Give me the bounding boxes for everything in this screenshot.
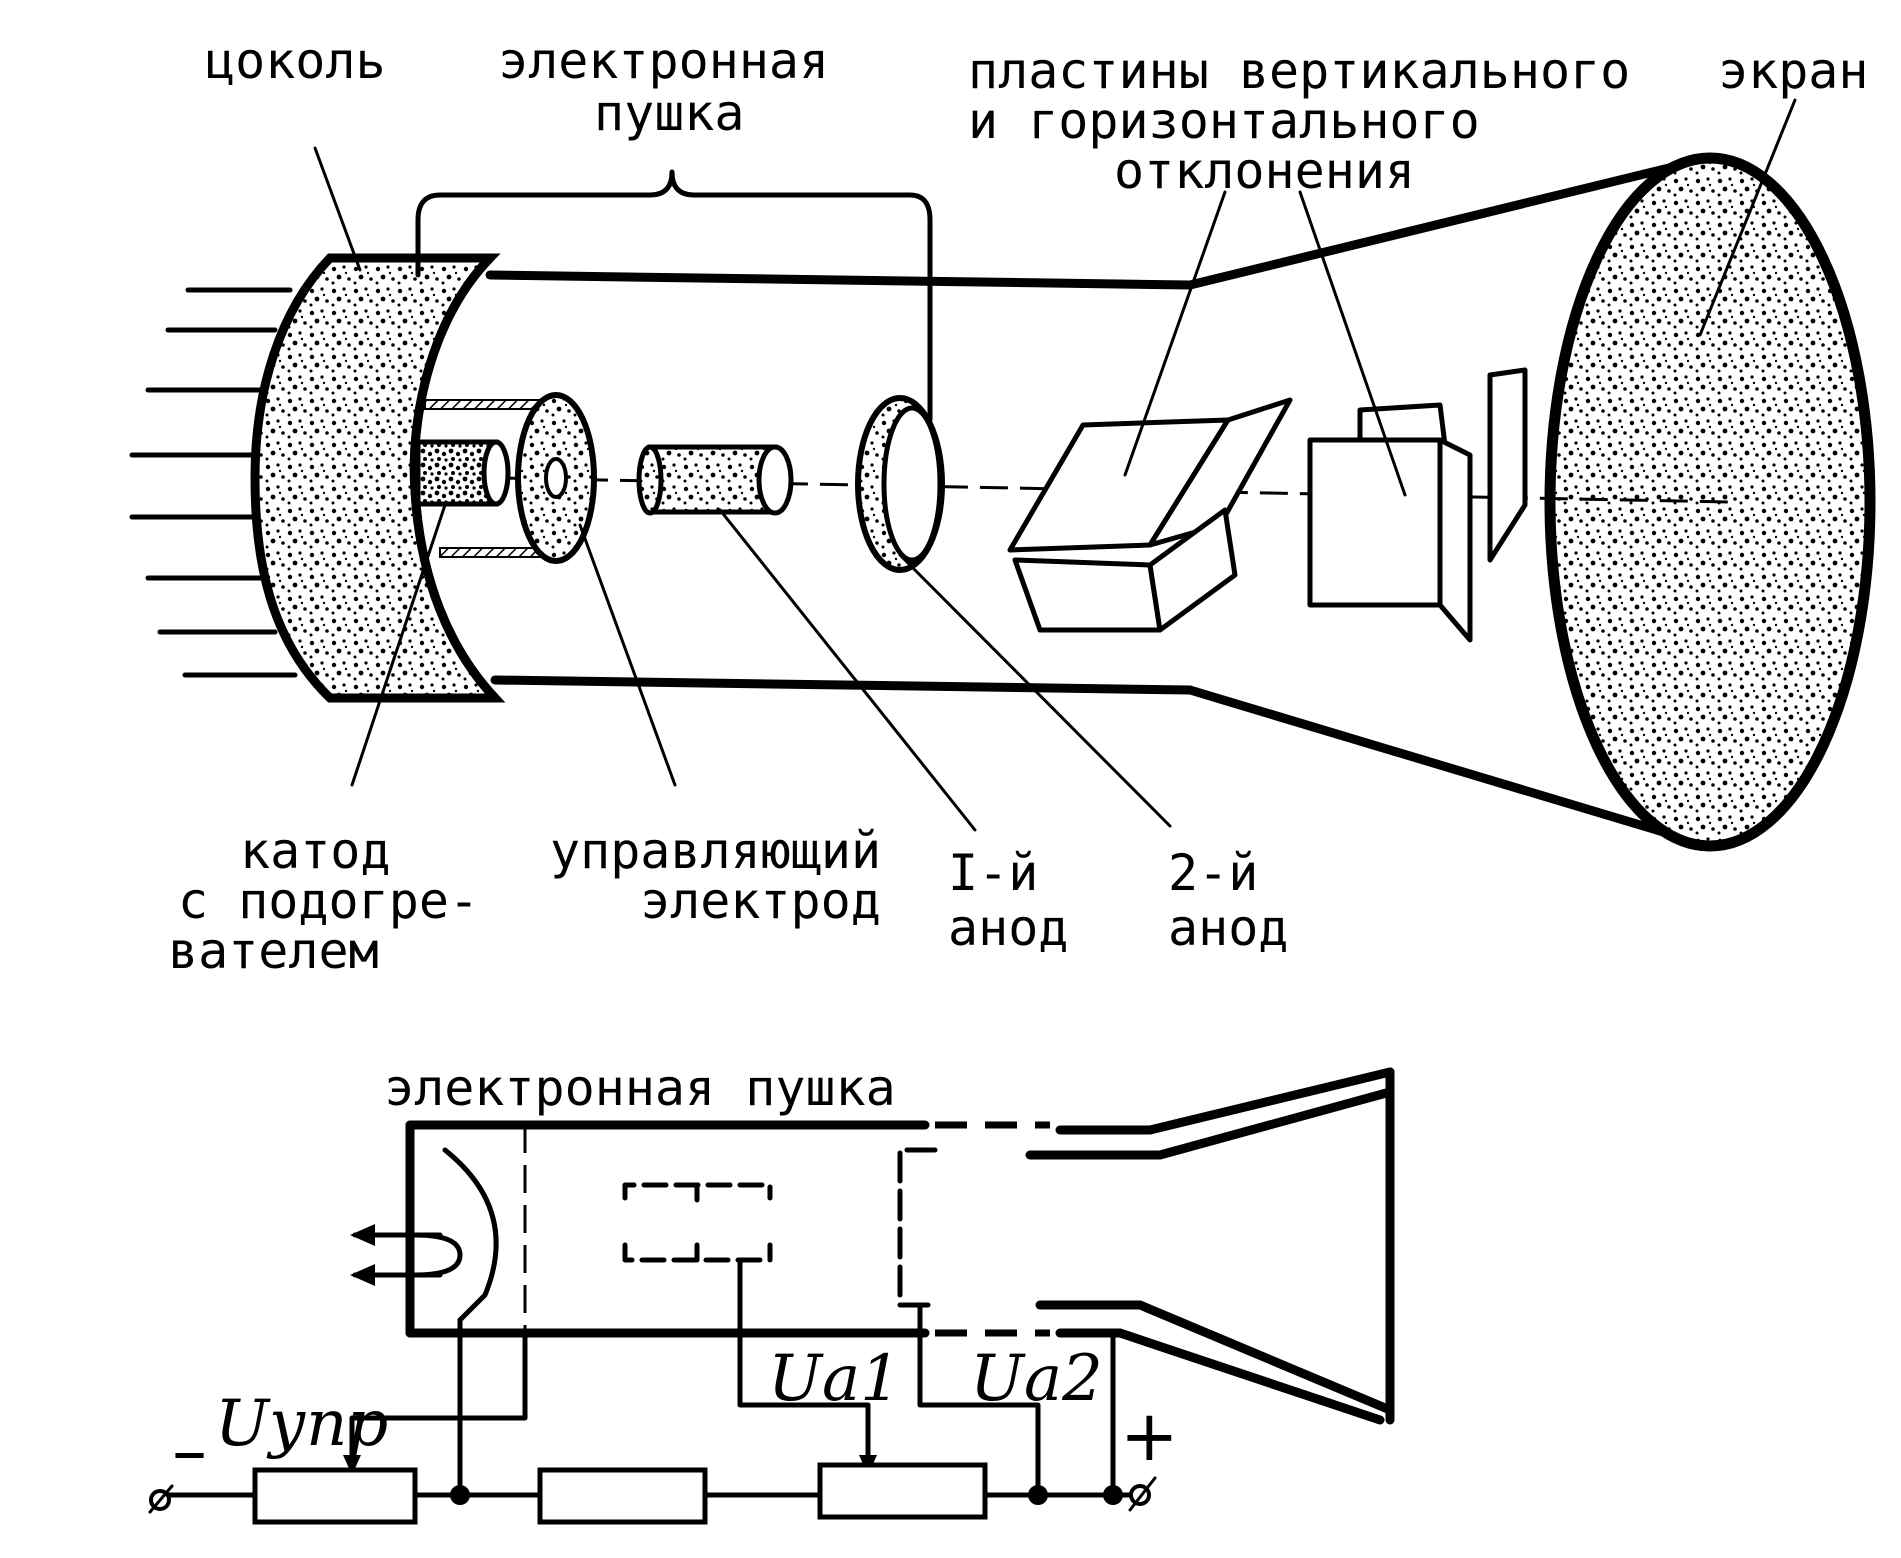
label-plates-line1: пластины вертикального: [968, 42, 1630, 100]
tube-neck-top: [485, 270, 1195, 290]
label-anode2-line1: 2-й: [1168, 844, 1258, 902]
schematic-anode1: [622, 1182, 773, 1263]
label-u-a1: Ua1: [768, 1342, 901, 1416]
leader-anode2: [898, 553, 1172, 828]
label-u-a2: Ua2: [970, 1342, 1103, 1416]
schematic-anode2: [897, 1147, 938, 1308]
node-screen: [1103, 1485, 1123, 1505]
label-cathode-line2: с подогре-: [178, 872, 479, 930]
cone-top-outer: [1145, 1067, 1395, 1135]
label-u-control: Uупр: [215, 1387, 388, 1461]
leader-screen: [1698, 98, 1797, 337]
resistor-2: [537, 1467, 708, 1525]
label-schematic-gun: электронная пушка: [384, 1059, 896, 1117]
tube-cone-top: [1185, 153, 1715, 290]
cathode: [415, 439, 511, 507]
label-plates-line3: отклонения: [1114, 142, 1415, 200]
label-minus: –: [172, 1410, 207, 1492]
label-gun-line2: пушка: [594, 84, 745, 142]
label-control-line2: электрод: [640, 872, 881, 930]
crt-cutaway: цоколь электронная пушка пластины вертик…: [129, 32, 1876, 980]
resistor-1: [252, 1467, 418, 1525]
label-base: цоколь: [205, 32, 386, 90]
control-electrode: [515, 392, 597, 564]
leader-plates-vertical: [1123, 190, 1227, 477]
leader-control: [578, 523, 677, 787]
gun-brace: [415, 169, 933, 423]
heater-leads: [350, 1224, 463, 1286]
label-plates-line2: и горизонтального: [968, 92, 1480, 150]
base-pins: [129, 287, 298, 678]
wire-anode2: [917, 1302, 1041, 1493]
cone-bottom-outer: [1115, 1328, 1385, 1425]
resistor-3: [817, 1462, 988, 1520]
node-anode2: [1028, 1485, 1048, 1505]
label-control-line1: управляющий: [550, 822, 881, 880]
gun-schematic: электронная пушка: [148, 1059, 1395, 1525]
label-gun-line1: электронная: [498, 32, 829, 90]
cone-bottom-inner: [1135, 1300, 1395, 1415]
leader-cathode: [350, 503, 447, 787]
label-plus: +: [1120, 1395, 1179, 1477]
horizontal-deflection-plates: [1307, 367, 1528, 643]
node-cathode: [450, 1485, 470, 1505]
label-anode1-line1: I-й: [948, 844, 1038, 902]
terminal-plus: [1128, 1476, 1157, 1512]
leader-base: [313, 146, 362, 272]
cathode-arc: [442, 1147, 499, 1323]
second-anode: [855, 395, 945, 573]
wire-anode1: [737, 1257, 871, 1465]
leader-plates-horizontal: [1298, 190, 1407, 497]
label-screen: экран: [1718, 42, 1869, 100]
wiper-control: [343, 1455, 361, 1475]
tube-cone-bottom: [1185, 685, 1715, 851]
label-anode1-line2: анод: [948, 899, 1068, 957]
leader-anode1: [718, 508, 977, 832]
label-cathode-line3: вателем: [168, 922, 379, 980]
first-anode: [636, 444, 794, 516]
terminal-minus: [148, 1484, 174, 1514]
label-anode2-line2: анод: [1168, 899, 1288, 957]
label-cathode-line1: катод: [240, 822, 391, 880]
tube-neck-bottom: [490, 675, 1195, 695]
cone-top-inner: [1155, 1087, 1395, 1160]
vertical-deflection-plates: [1007, 397, 1293, 633]
wire-control: [349, 1330, 528, 1465]
